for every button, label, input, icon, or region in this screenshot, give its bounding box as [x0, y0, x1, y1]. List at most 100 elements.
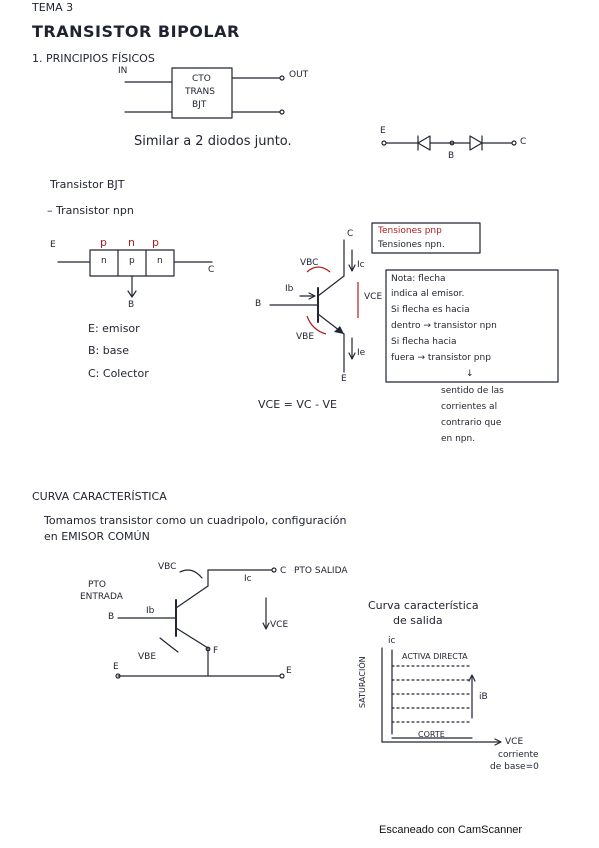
curve-desc-1: Tomamos transistor como un cuadripolo, c… — [44, 514, 347, 527]
graph-corriente-1: corriente — [498, 750, 539, 760]
graph-saturacion: SATURACIÓN — [358, 656, 367, 708]
graph-activa: ACTIVA DIRECTA — [402, 652, 468, 661]
curve-vce-arrowhead — [262, 622, 270, 630]
graph-x-arrowhead — [494, 738, 502, 746]
ie-arrowhead — [348, 352, 356, 360]
scanner-watermark: Escaneado con CamScanner — [379, 824, 523, 836]
section-1-heading: 1. PRINCIPIOS FÍSICOS — [32, 52, 155, 65]
box-line-1: CTO — [192, 74, 211, 84]
curve-e2-terminal — [279, 673, 285, 679]
page-title: TRANSISTOR BIPOLAR — [32, 22, 240, 41]
vce-formula: VCE = VC - VE — [258, 398, 338, 411]
vbe-arrow — [306, 315, 327, 335]
note-line-2: indica al emisor. — [391, 289, 465, 299]
legend-emisor: E: emisor — [88, 322, 140, 335]
npn-top-n: n — [128, 236, 135, 249]
note-line-5: Si flecha hacia — [391, 337, 457, 347]
npn-cell-n1: n — [101, 256, 107, 266]
curve-pto-entrada-1: PTO — [88, 580, 107, 590]
symbol-label-vce: VCE — [364, 292, 383, 302]
out-label: OUT — [289, 70, 309, 80]
symbol-collector-leg — [317, 275, 345, 297]
curve-label-ic: Ic — [244, 574, 252, 584]
npn-top-p1: p — [100, 236, 107, 249]
tension-npn: Tensiones npn. — [378, 240, 445, 250]
curve-label-e2: E — [286, 666, 292, 676]
curve-label-vce: VCE — [270, 620, 289, 630]
graph-ib-arrowhead — [468, 674, 476, 682]
curve-label-ib: Ib — [146, 606, 155, 616]
curve-label-vbe: VBE — [138, 652, 157, 662]
tension-pnp: Tensiones pnp — [378, 226, 442, 236]
curve-emitter-leg — [175, 627, 209, 649]
curve-label-vbc: VBC — [158, 562, 177, 572]
curve-pto-salida: PTO SALIDA — [294, 566, 348, 576]
curve-label-c: C — [280, 566, 287, 576]
curve-label-f: F — [213, 646, 219, 656]
npn-top-p2: p — [152, 236, 159, 249]
npn-label-e: E — [50, 240, 56, 250]
diode-label-c: C — [520, 137, 527, 147]
tema-label: TEMA 3 — [32, 1, 74, 14]
npn-label-b: B — [128, 300, 135, 310]
curve-label-b: B — [108, 612, 115, 622]
symbol-emitter-arrow — [334, 326, 344, 334]
graph-corte: CORTE — [418, 730, 445, 739]
legend-base: B: base — [88, 344, 129, 357]
npn-heading: – Transistor npn — [47, 204, 134, 217]
symbol-label-e: E — [341, 374, 347, 384]
symbol-label-ib: Ib — [285, 284, 294, 294]
curve-pto-entrada-2: ENTRADA — [80, 592, 123, 602]
symbol-label-vbc: VBC — [300, 258, 319, 268]
symbol-label-ic: Ic — [357, 260, 365, 270]
cto-box — [171, 67, 233, 119]
diode-node-b — [449, 140, 455, 146]
diode-2 — [469, 135, 483, 151]
box-line-2: TRANS — [185, 87, 215, 97]
symbol-label-c: C — [347, 229, 354, 239]
curve-heading: CURVA CARACTERÍSTICA — [32, 490, 167, 503]
note-line-9: corrientes al — [441, 402, 498, 412]
graph-ic-axis: ic — [388, 636, 396, 646]
graph-ib-label: iB — [479, 692, 488, 702]
curve-label-e: E — [113, 662, 119, 672]
note-line-6: fuera → transistor pnp — [391, 353, 491, 363]
note-box — [385, 269, 559, 383]
box-line-3: BJT — [192, 100, 207, 110]
diode-1 — [417, 135, 431, 151]
vbc-arrow — [306, 266, 331, 273]
in-label: IN — [118, 66, 128, 76]
curve-node-f — [205, 646, 211, 652]
out-terminal-top — [279, 75, 285, 81]
symbol-label-ie: Ie — [357, 348, 366, 358]
diode-terminal-c — [511, 140, 517, 146]
diode-label-b: B — [448, 151, 455, 161]
diode-label-e: E — [380, 126, 386, 136]
note-line-1: Nota: flecha — [391, 274, 446, 284]
ib-arrowhead — [308, 292, 316, 300]
note-line-10: contrario que — [441, 418, 502, 428]
curve-collector-leg — [175, 585, 209, 609]
npn-cell-p: p — [129, 256, 135, 266]
curve-vbe-arrow — [159, 637, 179, 653]
bjt-heading: Transistor BJT — [50, 178, 125, 191]
curve-vbc-arrow — [179, 569, 203, 579]
graph-corriente-2: de base=0 — [490, 762, 539, 772]
curve-desc-2: en EMISOR COMÚN — [44, 530, 150, 543]
symbol-label-vbe: VBE — [296, 332, 315, 342]
note-line-11: en npn. — [441, 434, 476, 444]
note-line-7: ↓ — [466, 369, 474, 379]
npn-cell-n2: n — [157, 256, 163, 266]
graph-title-2: de salida — [393, 614, 443, 627]
out-terminal-bottom — [279, 109, 285, 115]
note-line-3: Si flecha es hacia — [391, 305, 470, 315]
graph-title-1: Curva característica — [368, 599, 479, 612]
note-line-8: sentido de las — [441, 386, 504, 396]
curve-e-terminal — [115, 673, 121, 679]
note-line-4: dentro → transistor npn — [391, 321, 497, 331]
npn-b-arrow — [127, 290, 137, 298]
symbol-label-b: B — [255, 299, 262, 309]
graph-vce-axis: VCE — [505, 737, 524, 747]
ic-arrowhead — [348, 264, 356, 272]
